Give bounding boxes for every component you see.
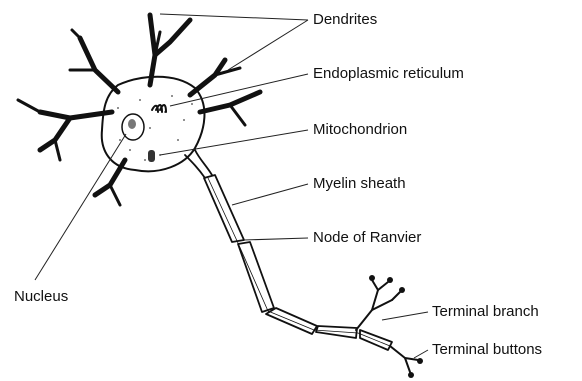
- mitochondrion-shape: [148, 150, 155, 162]
- leader-dendrites-b: [228, 20, 308, 70]
- leader-myelin-sheath: [232, 184, 308, 205]
- nucleolus: [128, 119, 136, 129]
- label-terminal-branch: Terminal branch: [432, 303, 539, 321]
- label-endoplasmic-reticulum: Endoplasmic reticulum: [313, 65, 464, 83]
- label-mitochondrion: Mitochondrion: [313, 121, 407, 139]
- label-dendrites: Dendrites: [313, 11, 377, 29]
- leader-terminal-branch: [382, 312, 428, 320]
- label-node-of-ranvier: Node of Ranvier: [313, 229, 421, 247]
- leader-nucleus: [35, 134, 126, 280]
- leader-dendrites-a: [160, 14, 308, 20]
- dendrites: [18, 15, 260, 205]
- terminal-branches: [356, 280, 418, 372]
- endoplasmic-reticulum-shape: [152, 105, 166, 112]
- leader-mitochondrion: [160, 130, 308, 155]
- leader-terminal-buttons: [414, 350, 428, 358]
- label-nucleus: Nucleus: [14, 288, 68, 306]
- label-myelin-sheath: Myelin sheath: [313, 175, 406, 193]
- leader-node-of-ranvier: [244, 238, 308, 240]
- label-terminal-buttons: Terminal buttons: [432, 341, 542, 359]
